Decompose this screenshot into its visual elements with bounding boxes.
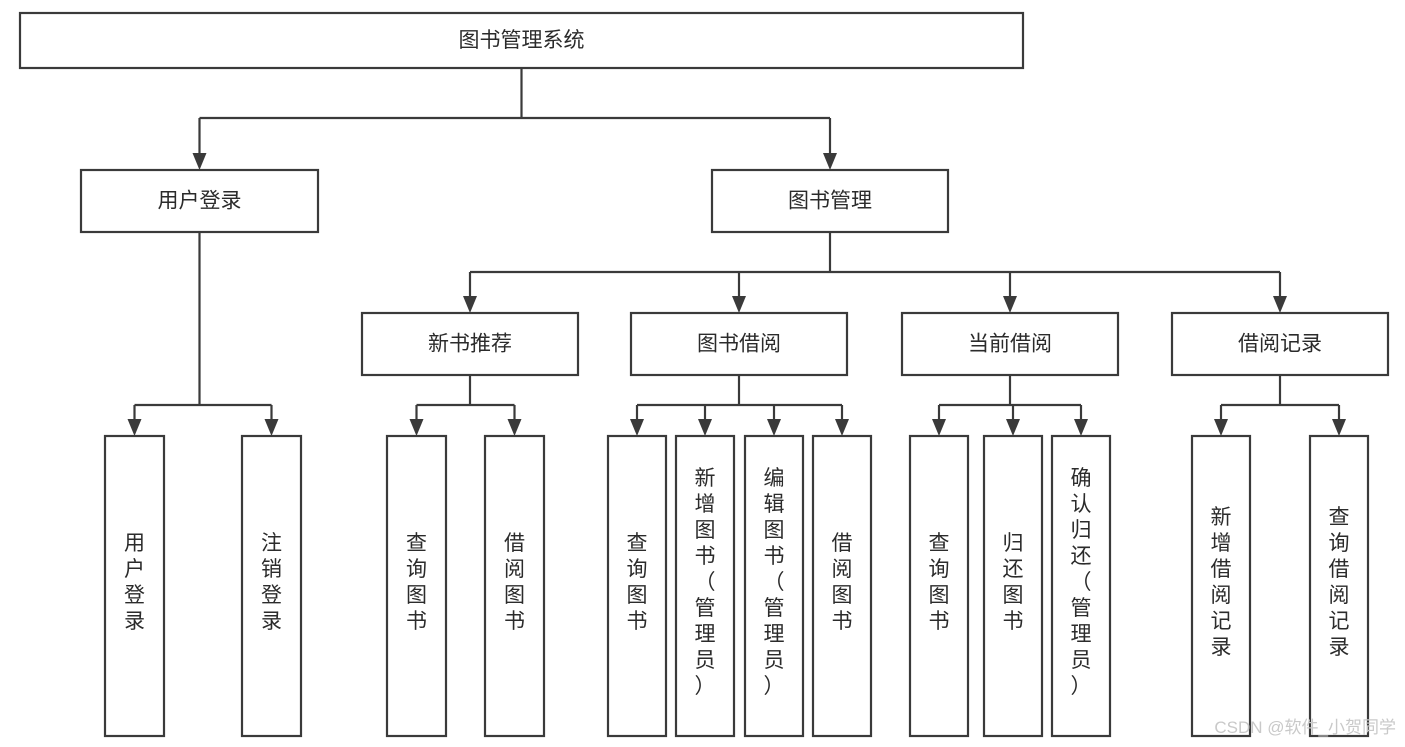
node-box-current-borrow[interactable] bbox=[900, 311, 1120, 377]
csdn-watermark: CSDN @软件_小贺同学 bbox=[1214, 718, 1396, 737]
arrow-head-user-login bbox=[192, 153, 207, 170]
arrow-head-book-borrow bbox=[732, 296, 746, 313]
node-box-leaf-logout[interactable] bbox=[240, 434, 303, 738]
node-leaf-logout[interactable]: 注销登录 bbox=[240, 434, 303, 738]
arrow-head-leaf-logout bbox=[264, 419, 279, 436]
connector-root bbox=[192, 68, 837, 170]
node-leaf-query-book-new[interactable]: 查询图书 bbox=[385, 434, 448, 738]
node-label-leaf-query-book-borrow: 查询图书 bbox=[627, 532, 648, 633]
node-root[interactable]: 图书管理系统 bbox=[18, 11, 1025, 70]
connector-book-manage bbox=[463, 232, 1287, 313]
arrow-head-leaf-edit-book-admin bbox=[767, 419, 781, 436]
node-leaf-user-login[interactable]: 用户登录 bbox=[103, 434, 166, 738]
node-new-book-recommend[interactable]: 新书推荐 bbox=[360, 311, 580, 377]
node-box-leaf-edit-book-admin[interactable] bbox=[743, 434, 805, 738]
arrow-head-leaf-add-book-admin bbox=[698, 419, 712, 436]
node-leaf-return-book[interactable]: 归还图书 bbox=[982, 434, 1044, 738]
arrow-head-leaf-add-borrow-record bbox=[1214, 419, 1228, 436]
node-label-user-login: 用户登录 bbox=[158, 190, 242, 213]
node-box-new-book-recommend[interactable] bbox=[360, 311, 580, 377]
node-leaf-query-book-current[interactable]: 查询图书 bbox=[908, 434, 970, 738]
node-user-login[interactable]: 用户登录 bbox=[79, 168, 320, 234]
node-label-leaf-edit-book-admin: 编辑图书（管理员） bbox=[764, 467, 785, 698]
node-box-borrow-record[interactable] bbox=[1170, 311, 1390, 377]
node-label-new-book-recommend: 新书推荐 bbox=[428, 333, 512, 356]
node-label-leaf-query-borrow-record: 查询借阅记录 bbox=[1329, 506, 1350, 659]
node-box-leaf-confirm-return-admin[interactable] bbox=[1050, 434, 1112, 738]
node-leaf-add-borrow-record[interactable]: 新增借阅记录 bbox=[1190, 434, 1252, 738]
node-book-manage[interactable]: 图书管理 bbox=[710, 168, 950, 234]
node-label-leaf-user-login: 用户登录 bbox=[124, 532, 145, 633]
arrow-head-current-borrow bbox=[1003, 296, 1017, 313]
node-label-root: 图书管理系统 bbox=[459, 29, 585, 52]
connector-lines-layer bbox=[127, 68, 1346, 436]
node-box-user-login[interactable] bbox=[79, 168, 320, 234]
node-box-book-manage[interactable] bbox=[710, 168, 950, 234]
node-label-leaf-add-borrow-record: 新增借阅记录 bbox=[1211, 506, 1232, 659]
arrow-head-leaf-query-borrow-record bbox=[1332, 419, 1346, 436]
node-box-leaf-query-book-new[interactable] bbox=[385, 434, 448, 738]
node-leaf-query-borrow-record[interactable]: 查询借阅记录 bbox=[1308, 434, 1370, 738]
node-box-leaf-user-login[interactable] bbox=[103, 434, 166, 738]
node-box-leaf-borrow-book[interactable] bbox=[811, 434, 873, 738]
node-label-leaf-query-book-current: 查询图书 bbox=[929, 532, 950, 633]
node-label-leaf-confirm-return-admin: 确认归还（管理员） bbox=[1071, 467, 1092, 698]
arrow-head-leaf-query-book-current bbox=[932, 419, 946, 436]
node-box-root[interactable] bbox=[18, 11, 1025, 70]
connector-new-book-recommend bbox=[409, 375, 522, 436]
arrow-head-leaf-borrow-book-new bbox=[507, 419, 522, 436]
node-box-leaf-query-book-current[interactable] bbox=[908, 434, 970, 738]
arrow-head-new-book-recommend bbox=[463, 296, 477, 313]
node-leaf-edit-book-admin[interactable]: 编辑图书（管理员） bbox=[743, 434, 805, 738]
node-label-leaf-logout: 注销登录 bbox=[261, 532, 282, 633]
arrow-head-leaf-query-book-new bbox=[409, 419, 424, 436]
connector-borrow-record bbox=[1214, 375, 1346, 436]
node-label-book-borrow: 图书借阅 bbox=[697, 333, 781, 356]
node-box-leaf-query-borrow-record[interactable] bbox=[1308, 434, 1370, 738]
node-label-current-borrow: 当前借阅 bbox=[968, 333, 1052, 356]
connector-user-login bbox=[127, 232, 279, 436]
node-book-borrow[interactable]: 图书借阅 bbox=[629, 311, 849, 377]
node-borrow-record[interactable]: 借阅记录 bbox=[1170, 311, 1390, 377]
node-label-leaf-borrow-book: 借阅图书 bbox=[832, 532, 853, 633]
node-box-leaf-borrow-book-new[interactable] bbox=[483, 434, 546, 738]
node-label-leaf-query-book-new: 查询图书 bbox=[406, 532, 427, 633]
node-box-leaf-query-book-borrow[interactable] bbox=[606, 434, 668, 738]
node-box-book-borrow[interactable] bbox=[629, 311, 849, 377]
nodes-layer: 图书管理系统用户登录图书管理新书推荐图书借阅当前借阅借阅记录用户登录注销登录查询… bbox=[18, 11, 1390, 738]
node-label-borrow-record: 借阅记录 bbox=[1238, 333, 1322, 356]
arrow-head-leaf-user-login bbox=[127, 419, 142, 436]
node-leaf-borrow-book-new[interactable]: 借阅图书 bbox=[483, 434, 546, 738]
arrow-head-leaf-query-book-borrow bbox=[630, 419, 644, 436]
node-leaf-borrow-book[interactable]: 借阅图书 bbox=[811, 434, 873, 738]
arrow-head-borrow-record bbox=[1273, 296, 1287, 313]
connector-book-borrow bbox=[630, 375, 849, 436]
arrow-head-leaf-confirm-return-admin bbox=[1074, 419, 1088, 436]
connector-current-borrow bbox=[932, 375, 1088, 436]
node-label-leaf-return-book: 归还图书 bbox=[1003, 532, 1024, 633]
node-leaf-confirm-return-admin[interactable]: 确认归还（管理员） bbox=[1050, 434, 1112, 738]
arrow-head-leaf-return-book bbox=[1006, 419, 1020, 436]
node-box-leaf-add-book-admin[interactable] bbox=[674, 434, 736, 738]
node-label-book-manage: 图书管理 bbox=[788, 190, 872, 213]
node-current-borrow[interactable]: 当前借阅 bbox=[900, 311, 1120, 377]
arrow-head-leaf-borrow-book bbox=[835, 419, 849, 436]
node-leaf-query-book-borrow[interactable]: 查询图书 bbox=[606, 434, 668, 738]
node-box-leaf-add-borrow-record[interactable] bbox=[1190, 434, 1252, 738]
node-leaf-add-book-admin[interactable]: 新增图书（管理员） bbox=[674, 434, 736, 738]
node-label-leaf-add-book-admin: 新增图书（管理员） bbox=[695, 467, 716, 698]
node-box-leaf-return-book[interactable] bbox=[982, 434, 1044, 738]
arrow-head-book-manage bbox=[823, 153, 837, 170]
node-label-leaf-borrow-book-new: 借阅图书 bbox=[504, 532, 525, 633]
